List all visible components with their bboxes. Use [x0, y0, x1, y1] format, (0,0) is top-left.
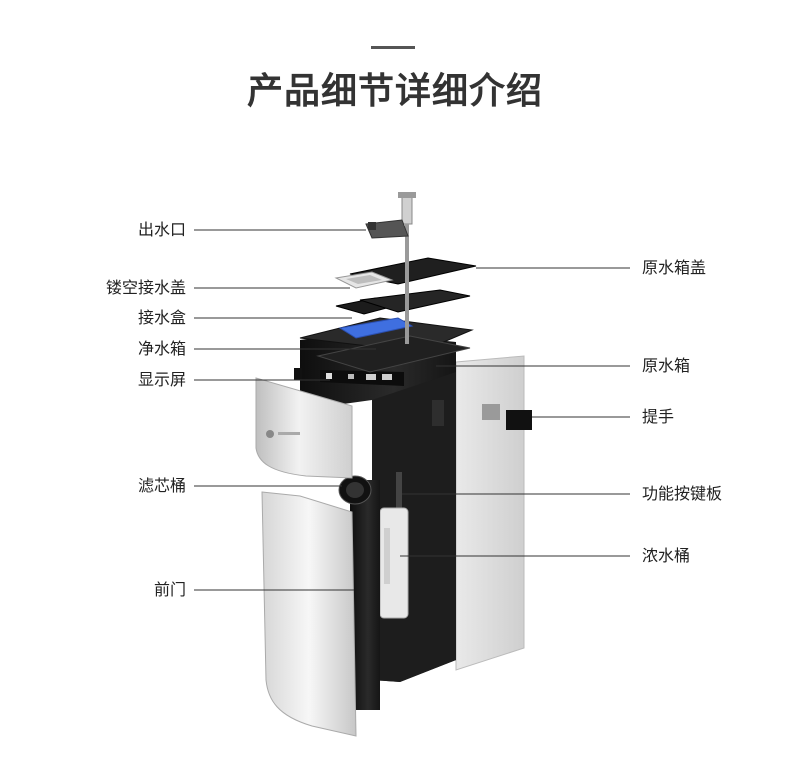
concentrate-barrel — [379, 507, 409, 619]
label-handle: 提手 — [642, 407, 675, 426]
label-pure-tank: 净水箱 — [137, 339, 186, 358]
label-drip-box: 接水盒 — [137, 308, 186, 327]
button-panel — [396, 472, 402, 508]
label-concentrate-barrel: 浓水桶 — [642, 546, 691, 565]
callout-lines — [194, 229, 630, 591]
hollow-drip-cover — [334, 271, 394, 289]
display-screen — [320, 370, 404, 386]
label-button-panel: 功能按键板 — [642, 484, 723, 503]
side-panel — [455, 355, 525, 671]
page-title: 产品细节详细介绍 — [246, 71, 543, 112]
label-raw-tank-lid: 原水箱盖 — [642, 258, 707, 277]
label-front-door: 前门 — [153, 580, 186, 599]
label-hollow-cover: 镂空接水盖 — [105, 278, 186, 297]
label-raw-tank: 原水箱 — [642, 356, 691, 375]
front-door — [261, 491, 357, 737]
faucet-icon — [365, 192, 416, 344]
pure-water-tank — [338, 317, 414, 339]
upper-front-shell — [255, 377, 353, 479]
label-outlet: 出水口 — [137, 220, 186, 239]
handle — [506, 410, 532, 430]
label-filter-barrel: 滤芯桶 — [137, 476, 186, 495]
label-display: 显示屏 — [137, 370, 186, 389]
title-accent-bar — [371, 46, 415, 49]
